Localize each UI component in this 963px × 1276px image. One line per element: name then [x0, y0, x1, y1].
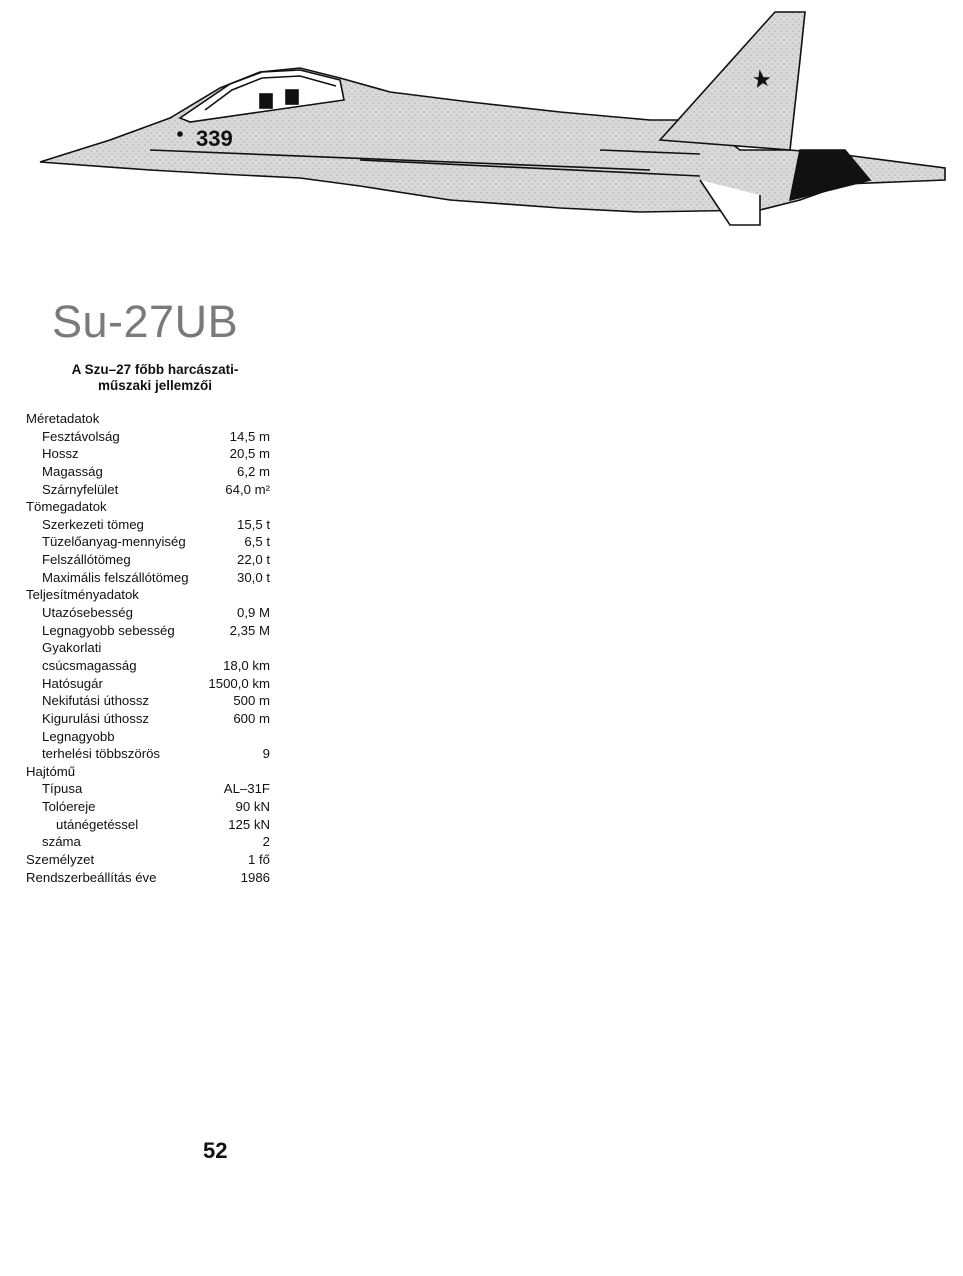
subtitle-line-1: A Szu–27 főbb harcászati-: [71, 362, 239, 377]
spec-label: Tüzelőanyag-mennyiség: [42, 534, 186, 550]
spec-row: Gyakorlati: [26, 639, 270, 657]
spec-label: Magasság: [42, 463, 103, 479]
spec-label: Felszállótömeg: [42, 552, 131, 568]
spec-value: 9: [262, 746, 270, 762]
page-title: Su-27UB: [52, 296, 239, 347]
spec-label: Tolóereje: [42, 799, 96, 815]
spec-value: 1986: [240, 869, 270, 885]
spec-value: 500 m: [233, 693, 270, 709]
spec-row: Tömegadatok: [26, 498, 270, 516]
spec-value: 1 fő: [248, 852, 270, 868]
spec-label: Szerkezeti tömeg: [42, 516, 144, 532]
spec-value: 18,0 km: [223, 657, 270, 673]
spec-value: 30,0 t: [237, 569, 270, 585]
spec-row: Tolóereje 90 kN: [26, 798, 270, 816]
tail-number-bottom: 52: [203, 1138, 228, 1163]
spec-label: Teljesítményadatok: [26, 587, 139, 603]
spec-row: Méretadatok: [26, 410, 270, 428]
spec-row: Maximális felszállótömeg 30,0 t: [26, 569, 270, 587]
spec-value: AL–31F: [223, 781, 270, 797]
spec-label: Típusa: [42, 781, 83, 797]
spec-label: Hatósugár: [42, 675, 103, 691]
spec-label: Rendszerbeállítás éve: [26, 869, 157, 885]
spec-row: Rendszerbeállítás éve 1986: [26, 869, 270, 887]
spec-row: Utazósebesség 0,9 M: [26, 604, 270, 622]
spec-value: 0,9 M: [237, 605, 270, 621]
spec-label: Hajtómű: [26, 763, 76, 779]
spec-value: 6,5 t: [244, 534, 270, 550]
spec-value: 6,2 m: [237, 463, 270, 479]
spec-label: Utazósebesség: [42, 605, 133, 621]
spec-row: Szerkezeti tömeg 15,5 t: [26, 516, 270, 534]
spec-label: Szárnyfelület: [42, 481, 119, 497]
spec-value: 22,0 t: [237, 552, 270, 568]
subtitle-line-2: műszaki jellemzői: [97, 378, 213, 393]
spec-value: 20,5 m: [229, 446, 270, 462]
spec-label: Tömegadatok: [26, 499, 107, 515]
spec-label: Legnagyobb: [42, 728, 115, 744]
spec-label: terhelési többszörös: [42, 746, 161, 762]
spec-label: Fesztávolság: [42, 428, 120, 444]
spec-value: 14,5 m: [229, 428, 270, 444]
spec-row: utánégetéssel 125 kN: [26, 816, 270, 834]
spec-row: Tüzelőanyag-mennyiség 6,5 t: [26, 533, 270, 551]
spec-row: Hossz 20,5 m: [26, 445, 270, 463]
spec-row: Legnagyobb sebesség 2,35 M: [26, 622, 270, 640]
spec-row: Szárnyfelület 64,0 m²: [26, 481, 270, 499]
specs-subtitle: A Szu–27 főbb harcászati- műszaki jellem…: [30, 362, 280, 394]
spec-row: Fesztávolság 14,5 m: [26, 428, 270, 446]
spec-row: terhelési többszörös 9: [26, 745, 270, 763]
spec-label: Gyakorlati: [42, 640, 102, 656]
spec-label: Méretadatok: [26, 411, 100, 426]
spec-value: 125 kN: [228, 816, 270, 832]
spec-label: Kigurulási úthossz: [42, 710, 150, 726]
spec-row: Kigurulási úthossz 600 m: [26, 710, 270, 728]
spec-label: Maximális felszállótömeg: [42, 569, 189, 585]
spec-row: Típusa AL–31F: [26, 780, 270, 798]
spec-value: 600 m: [233, 710, 270, 726]
spec-value: 90 kN: [235, 799, 270, 815]
spec-row: Legnagyobb: [26, 728, 270, 746]
spec-value: 15,5 t: [237, 516, 270, 532]
spec-row: száma 2: [26, 833, 270, 851]
spec-label: utánégetéssel: [56, 816, 139, 832]
spec-label: száma: [42, 834, 81, 850]
tail-number-top: 339: [196, 126, 233, 151]
spec-label: Személyzet: [26, 852, 95, 868]
spec-row: Felszállótömeg 22,0 t: [26, 551, 270, 569]
spec-row: Hatósugár 1500,0 km: [26, 675, 270, 693]
spec-value: 2,35 M: [229, 622, 270, 638]
spec-row: Teljesítményadatok: [26, 586, 270, 604]
spec-row: Magasság 6,2 m: [26, 463, 270, 481]
spec-row: csúcsmagasság 18,0 km: [26, 657, 270, 675]
spec-label: Legnagyobb sebesség: [42, 622, 175, 638]
side-view-top: [39, 11, 946, 226]
spec-label: csúcsmagasság: [42, 657, 137, 673]
spec-value: 1500,0 km: [208, 675, 270, 691]
spec-value: 2: [262, 834, 270, 850]
spec-label: Hossz: [42, 446, 79, 462]
spec-row: Hajtómű: [26, 763, 270, 781]
spec-value: 64,0 m²: [225, 481, 270, 497]
spec-row: Személyzet 1 fő: [26, 851, 270, 869]
spec-row: Nekifutási úthossz 500 m: [26, 692, 270, 710]
spec-label: Nekifutási úthossz: [42, 693, 150, 709]
